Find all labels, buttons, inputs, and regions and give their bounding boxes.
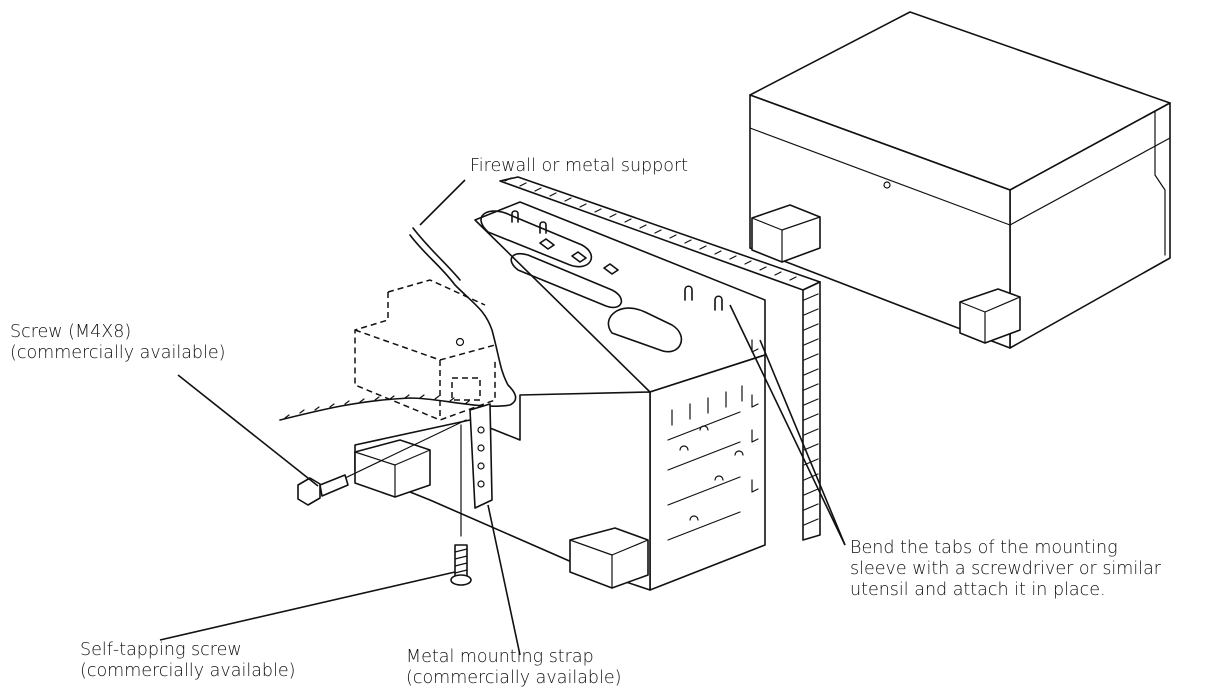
mounting-sleeve xyxy=(354,201,766,591)
screw-m4x8 xyxy=(297,419,467,506)
bend-tabs-label: Bend the tabs of the mounting sleeve wit… xyxy=(850,538,1161,601)
self-tapping-label-line2: (commercially available) xyxy=(80,661,296,681)
self-tapping-screw-label: Self-tapping screw (commercially availab… xyxy=(80,640,296,682)
head-unit xyxy=(749,11,1171,349)
cable xyxy=(279,227,517,421)
leader-lines xyxy=(159,179,846,656)
screw-label-line2: (commercially available) xyxy=(10,343,226,363)
metal-mounting-strap xyxy=(469,403,493,509)
firewall-label-text: Firewall or metal support xyxy=(470,156,689,176)
screw-label-line1: Screw (M4X8) xyxy=(10,322,132,342)
bend-tabs-label-line3: utensil and attach it in place. xyxy=(850,580,1106,600)
self-tapping-screw xyxy=(450,424,472,586)
metal-strap-label-line1: Metal mounting strap xyxy=(406,647,594,667)
firewall-label: Firewall or metal support xyxy=(470,156,688,177)
metal-strap-label: Metal mounting strap (commercially avail… xyxy=(406,647,622,689)
screw-label: Screw (M4X8) (commercially available) xyxy=(10,322,226,364)
bend-tabs-label-line2: sleeve with a screwdriver or similar xyxy=(850,559,1161,579)
self-tapping-label-line1: Self-tapping screw xyxy=(80,640,242,660)
metal-strap-label-line2: (commercially available) xyxy=(406,668,622,688)
bend-tabs-label-line1: Bend the tabs of the mounting xyxy=(850,538,1118,558)
